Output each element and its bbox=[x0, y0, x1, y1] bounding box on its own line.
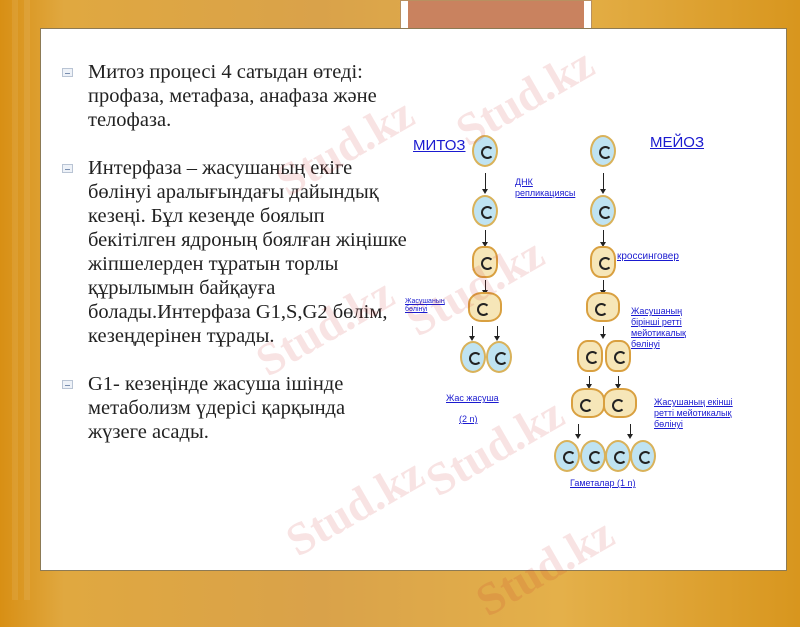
background-stripe bbox=[24, 0, 30, 600]
dna-replication-link[interactable]: ДНК репликациясы bbox=[515, 177, 576, 198]
cell-image bbox=[603, 388, 637, 418]
arrow bbox=[586, 376, 592, 389]
bullet-item: Интерфаза – жасушаның екіге бөлінуі арал… bbox=[62, 156, 407, 348]
bullet-item: G1- кезеңінде жасуша ішінде метаболизм ү… bbox=[62, 372, 407, 444]
arrow bbox=[469, 326, 475, 341]
slide-content bbox=[40, 28, 787, 571]
cell-image bbox=[590, 246, 616, 278]
arrow bbox=[575, 424, 581, 439]
cell-image bbox=[554, 440, 580, 472]
cell-image bbox=[460, 341, 486, 373]
crossing-over-link[interactable]: кроссинговер bbox=[617, 251, 679, 262]
cell-image bbox=[486, 341, 512, 373]
cell-image bbox=[577, 340, 603, 372]
meiosis-title-link[interactable]: МЕЙОЗ bbox=[650, 134, 705, 151]
cell-image bbox=[472, 195, 498, 227]
cell-image bbox=[605, 340, 631, 372]
arrow bbox=[627, 424, 633, 439]
cell-image bbox=[630, 440, 656, 472]
arrow bbox=[482, 280, 488, 295]
diploid-link[interactable]: (2 n) bbox=[459, 414, 478, 424]
bullet-text: Митоз процесі 4 сатыдан өтеді: профаза, … bbox=[88, 61, 377, 131]
cell-image bbox=[580, 440, 606, 472]
bullet-item: Митоз процесі 4 сатыдан өтеді: профаза, … bbox=[62, 60, 407, 132]
arrow bbox=[482, 230, 488, 247]
cell-image bbox=[590, 135, 616, 167]
first-division-link[interactable]: Жасушаның бірінші ретті мейотикалық бөлі… bbox=[631, 306, 686, 349]
bullet-text: G1- кезеңінде жасуша ішінде метаболизм ү… bbox=[88, 373, 346, 443]
gametes-link[interactable]: Гаметалар (1 n) bbox=[570, 478, 636, 488]
young-cell-link[interactable]: Жас жасуша bbox=[446, 393, 499, 403]
cell-image bbox=[468, 292, 502, 322]
cell-image bbox=[571, 388, 605, 418]
cell-division-link[interactable]: Жасушаның бөлінуі bbox=[405, 298, 445, 313]
cell-image bbox=[472, 246, 498, 278]
bullet-icon bbox=[62, 164, 73, 173]
arrow bbox=[494, 326, 500, 341]
cell-image bbox=[590, 195, 616, 227]
bullet-icon bbox=[62, 380, 73, 389]
arrow bbox=[600, 280, 606, 295]
arrow bbox=[615, 376, 621, 389]
bullet-icon bbox=[62, 68, 73, 77]
background-stripe bbox=[12, 0, 18, 600]
arrow bbox=[482, 173, 488, 194]
bullet-text: Интерфаза – жасушаның екіге бөлінуі арал… bbox=[88, 157, 407, 347]
arrow bbox=[600, 230, 606, 247]
second-division-link[interactable]: Жасушаның екінші ретті мейотикалық бөлін… bbox=[654, 397, 733, 429]
arrow bbox=[600, 173, 606, 194]
mitosis-title-link[interactable]: МИТОЗ bbox=[413, 137, 466, 154]
arrow bbox=[600, 326, 606, 339]
cell-image bbox=[472, 135, 498, 167]
cell-image bbox=[586, 292, 620, 322]
bullet-list: Митоз процесі 4 сатыдан өтеді: профаза, … bbox=[62, 60, 407, 468]
cell-image bbox=[605, 440, 631, 472]
